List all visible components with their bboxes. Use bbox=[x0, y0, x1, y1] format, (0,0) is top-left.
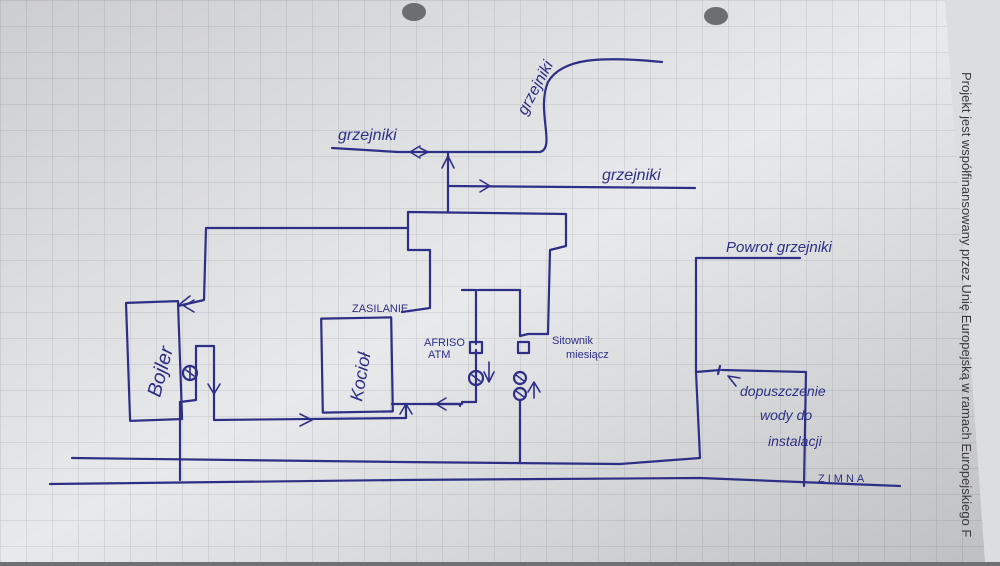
binder-hole-left bbox=[402, 3, 426, 21]
strainer-label-2: miesiącz bbox=[566, 349, 609, 361]
furnace-box bbox=[320, 316, 394, 414]
water-inlet-label-1: dopuszczenie bbox=[740, 383, 826, 399]
radiators-right-label: grzejniki bbox=[602, 167, 661, 184]
strainer-pump-arrow bbox=[515, 374, 525, 398]
arrow-left-boiler-2 bbox=[179, 295, 191, 305]
pipe-radiator-return bbox=[618, 256, 802, 466]
cold-water-label: ZIMNA bbox=[818, 473, 867, 485]
arrow-right-bottom bbox=[299, 413, 313, 427]
pipe-radiators-left bbox=[330, 146, 542, 154]
pipe-boiler-loop bbox=[178, 344, 216, 404]
pipe-cold-water-upper bbox=[70, 456, 622, 466]
arrow-up-strainer bbox=[527, 381, 541, 399]
strainer-valve bbox=[516, 340, 531, 355]
pipe-afriso-branch bbox=[460, 288, 478, 346]
pipe-water-inlet bbox=[716, 364, 808, 488]
pipe-boiler-supply bbox=[176, 226, 410, 308]
boiler-pump-arrow bbox=[185, 365, 195, 381]
afriso-label: AFRISO bbox=[424, 337, 465, 349]
water-inlet-label-2: wody do bbox=[760, 407, 812, 423]
margin-note: Projekt jest współfinansowany przez Unię… bbox=[959, 72, 974, 537]
pipe-cold-water-lower bbox=[48, 476, 902, 488]
arrow-up-riser bbox=[441, 155, 455, 169]
pipe-strainer-branch bbox=[476, 288, 550, 338]
arrow-down-afriso bbox=[483, 361, 495, 383]
strainer-pump-icon-top bbox=[512, 370, 528, 386]
atm-label: ATM bbox=[428, 349, 450, 361]
water-inlet-label-3: instalacji bbox=[768, 433, 823, 449]
paper-margin-strip bbox=[945, 0, 1000, 562]
arrow-left-return bbox=[435, 397, 447, 411]
supply-label: ZASILANIE bbox=[352, 303, 408, 315]
arrow-right-radiators bbox=[479, 179, 491, 193]
radiator-return-label: Powrot grzejniki bbox=[726, 239, 833, 256]
radiators-left-label: grzejniki bbox=[338, 127, 397, 144]
arrow-down-boiler-loop bbox=[207, 383, 221, 395]
arrow-right-radiators-2 bbox=[419, 147, 429, 157]
arrow-water-inlet bbox=[727, 375, 741, 387]
afriso-pump-arrow bbox=[471, 370, 481, 386]
arrow-left-radiators bbox=[409, 145, 421, 159]
pipe-radiators-top bbox=[538, 58, 664, 154]
arrow-left-boiler bbox=[183, 299, 195, 313]
binder-hole-right bbox=[704, 7, 728, 25]
afriso-valve bbox=[468, 340, 484, 355]
manifold-box bbox=[400, 210, 568, 336]
boiler-tank bbox=[124, 300, 184, 422]
strainer-label: Sitownik bbox=[552, 335, 593, 347]
